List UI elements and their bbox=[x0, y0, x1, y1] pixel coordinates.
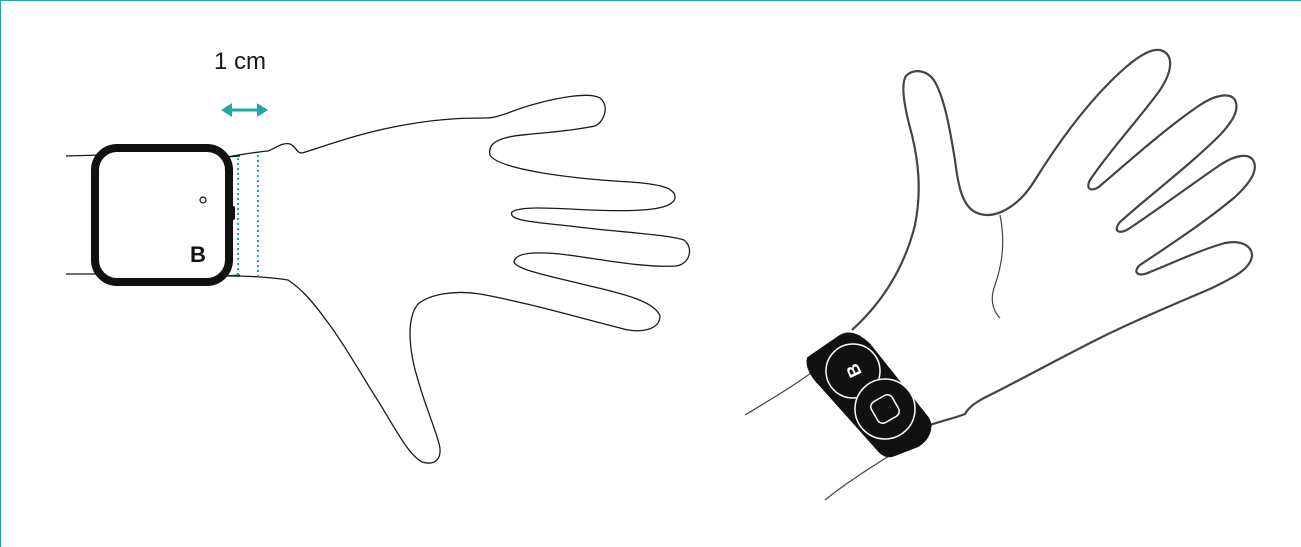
left-panel: B bbox=[66, 95, 690, 463]
distance-arrow bbox=[221, 103, 268, 117]
right-wrist-band: B bbox=[808, 333, 931, 456]
palm-crease bbox=[992, 215, 1002, 318]
brand-logo-icon: B bbox=[190, 242, 206, 267]
left-wrist-device: B bbox=[95, 148, 235, 282]
right-panel: B bbox=[745, 50, 1255, 500]
left-hand-outline bbox=[226, 95, 690, 463]
right-hand-outline bbox=[852, 50, 1255, 425]
sensor-pod bbox=[855, 379, 915, 439]
